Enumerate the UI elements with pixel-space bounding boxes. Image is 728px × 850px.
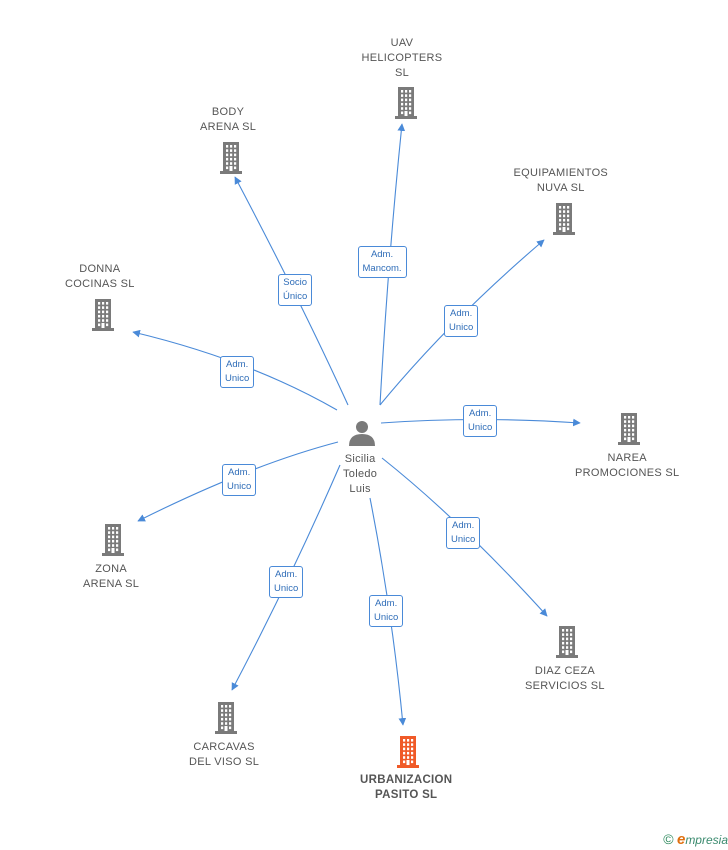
role-label-narea[interactable]: Adm. Unico: [463, 405, 498, 437]
building-icon: [395, 87, 417, 119]
building-icon: [92, 299, 114, 331]
role-label-donna[interactable]: Adm. Unico: [220, 356, 255, 388]
copyright-icon: ©: [663, 831, 674, 847]
building-icon: [556, 626, 578, 658]
company-label-urban: URBANIZACION PASITO SL: [360, 774, 453, 801]
company-label-body: BODY ARENA SL: [200, 106, 257, 133]
role-label-uav[interactable]: Adm. Mancom.: [357, 246, 407, 278]
company-label-narea: NAREA PROMOCIONES SL: [575, 452, 680, 479]
building-icon-highlight: [397, 736, 419, 768]
brand-logo-text: mpresia: [685, 833, 728, 847]
company-label-donna: DONNA COCINAS SL: [65, 263, 135, 290]
company-label-diaz: DIAZ CEZA SERVICIOS SL: [525, 665, 605, 692]
company-label-uav: UAV HELICOPTERS SL: [361, 37, 443, 79]
building-icon: [220, 142, 242, 174]
person-icon: [349, 421, 375, 446]
building-icon: [102, 524, 124, 556]
role-label-carcavas[interactable]: Adm. Unico: [269, 566, 304, 598]
role-label-urban[interactable]: Adm. Unico: [369, 595, 404, 627]
building-icon: [215, 702, 237, 734]
building-icon: [553, 203, 575, 235]
person-name-label: Sicilia Toledo Luis: [343, 453, 378, 495]
company-label-equip: EQUIPAMIENTOS NUVA SL: [513, 167, 609, 194]
building-icon: [618, 413, 640, 445]
brand-footer: © empresia: [663, 831, 728, 848]
role-label-equip[interactable]: Adm. Unico: [444, 305, 479, 337]
role-label-zona[interactable]: Adm. Unico: [222, 464, 257, 496]
company-label-zona: ZONA ARENA SL: [83, 563, 140, 590]
role-label-body[interactable]: Socio Único: [278, 274, 313, 306]
role-label-diaz[interactable]: Adm. Unico: [446, 517, 481, 549]
brand-logo-initial: e: [676, 831, 686, 848]
company-label-carcavas: CARCAVAS DEL VISO SL: [189, 741, 260, 768]
